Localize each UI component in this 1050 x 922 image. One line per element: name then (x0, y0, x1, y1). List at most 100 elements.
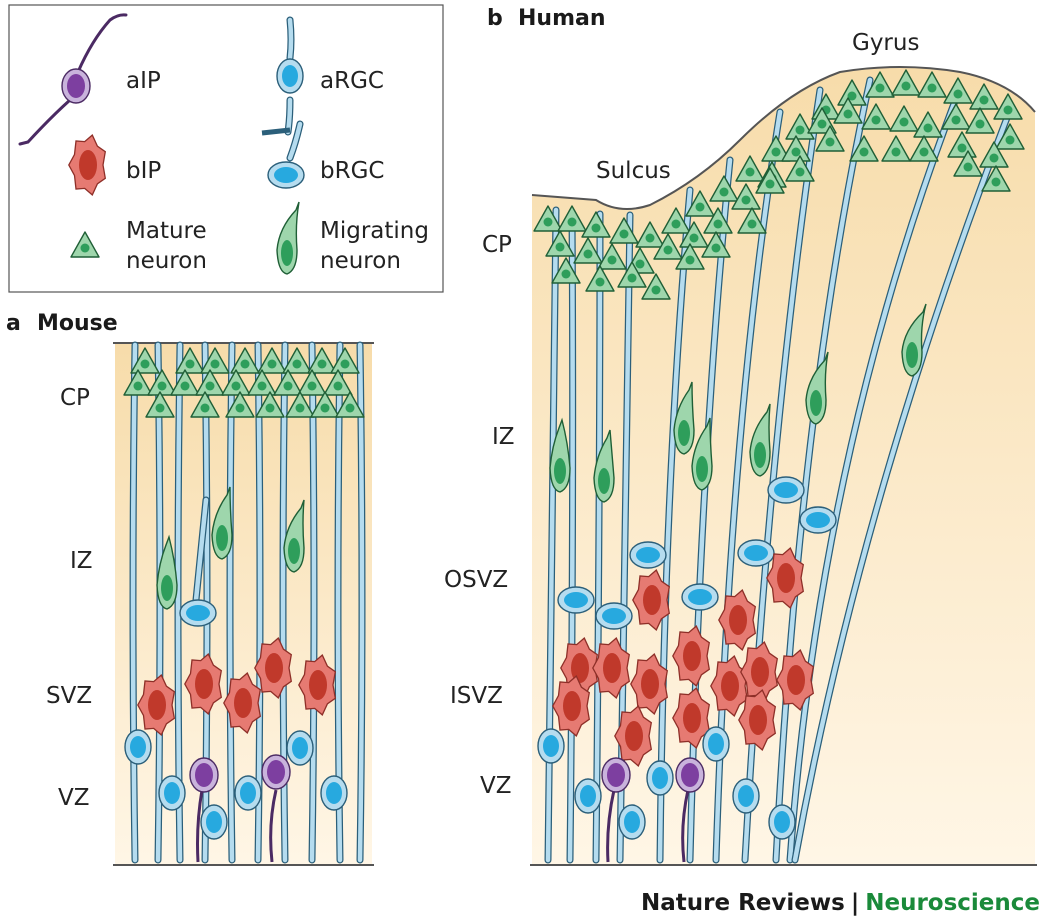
mature-neuron (703, 207, 733, 234)
migrating-neuron (691, 417, 713, 491)
migrating-neuron (283, 499, 305, 573)
mature-neuron (913, 111, 943, 138)
basal-intermediate-progenitor (614, 705, 653, 767)
basal-radial-glial-cell (767, 476, 805, 504)
apical-intermediate-progenitor (261, 754, 291, 790)
mature-neuron (195, 369, 225, 396)
basal-intermediate-progenitor (223, 672, 262, 734)
basal-intermediate-progenitor (68, 134, 107, 196)
basal-radial-glial-cell (267, 161, 305, 189)
legend-box: aIP aRGC bIP bRGC Mature neuron Migratin… (8, 4, 444, 293)
mature-neuron (573, 237, 603, 264)
credit-section: Neuroscience (865, 890, 1040, 916)
mature-neuron (323, 369, 353, 396)
legend-argc-icon (276, 58, 304, 94)
mouse-zone-cp: CP (60, 385, 90, 411)
basal-intermediate-progenitor (672, 687, 711, 749)
credit-separator: | (851, 890, 859, 916)
mature-neuron (585, 265, 615, 292)
legend-mature-label-1: Mature (126, 218, 207, 244)
mature-neuron (781, 135, 811, 162)
mature-neuron (941, 103, 971, 130)
mature-neuron (557, 205, 587, 232)
mature-neuron (731, 183, 761, 210)
mature-neuron (737, 207, 767, 234)
legend-brgc-label: bRGC (320, 158, 384, 184)
mature-neuron (225, 391, 255, 418)
mature-neuron (701, 231, 731, 258)
basal-intermediate-progenitor (672, 625, 711, 687)
mature-neuron (597, 243, 627, 270)
mature-neuron (735, 155, 765, 182)
mature-neuron (815, 125, 845, 152)
migrating-neuron (673, 381, 695, 455)
mature-neuron (230, 347, 260, 374)
human-zone-cp: CP (482, 232, 512, 258)
radial-glial-cell (200, 804, 228, 840)
mature-neuron (130, 347, 160, 374)
mouse-zone-svz: SVZ (46, 683, 92, 709)
mature-neuron (297, 369, 327, 396)
mature-neuron (123, 369, 153, 396)
basal-intermediate-progenitor (766, 547, 805, 609)
mature-neuron (965, 107, 995, 134)
panel-mouse: a Mouse CP IZ SVZ VZ (6, 311, 374, 866)
credit-journal: Nature Reviews (641, 890, 845, 916)
mature-neuron (995, 123, 1025, 150)
mature-neuron (247, 369, 277, 396)
basal-intermediate-progenitor (630, 653, 669, 715)
basal-intermediate-progenitor (298, 654, 337, 716)
migrating-neuron (749, 403, 771, 477)
basal-intermediate-progenitor (184, 653, 223, 715)
radial-glial-cell (320, 775, 348, 811)
mature-neuron (891, 69, 921, 96)
legend-migrating-label-1: Migrating (320, 218, 429, 244)
basal-intermediate-progenitor (738, 689, 777, 751)
mature-neuron (641, 273, 671, 300)
legend-mature-label-2: neuron (126, 248, 207, 274)
basal-intermediate-progenitor (710, 655, 749, 717)
basal-intermediate-progenitor (740, 641, 779, 703)
panel-a-letter: a (6, 311, 21, 336)
panel-a-title: Mouse (37, 311, 118, 336)
mature-neuron (145, 391, 175, 418)
mature-neuron (755, 167, 785, 194)
mature-neuron (257, 347, 287, 374)
basal-radial-glial-cell (629, 541, 667, 569)
panel-b-title: Human (518, 6, 606, 31)
basal-intermediate-progenitor (254, 637, 293, 699)
mature-neuron (70, 231, 100, 258)
mature-neuron (943, 77, 973, 104)
mature-neuron (889, 105, 919, 132)
mature-neuron (785, 155, 815, 182)
radial-glial-cell (537, 728, 565, 764)
mature-neuron (609, 217, 639, 244)
migrating-neuron (156, 534, 178, 610)
mature-neuron (661, 207, 691, 234)
mature-neuron (617, 261, 647, 288)
mature-neuron (909, 135, 939, 162)
mature-neuron (255, 391, 285, 418)
basal-radial-glial-cell (737, 539, 775, 567)
mature-neuron (865, 71, 895, 98)
apical-intermediate-progenitor (189, 757, 219, 793)
apical-intermediate-progenitor (675, 757, 705, 793)
basal-intermediate-progenitor (776, 649, 815, 711)
mature-neuron (335, 391, 365, 418)
mature-neuron (979, 141, 1009, 168)
mature-neuron (635, 221, 665, 248)
legend-bip-label: bIP (126, 158, 161, 184)
basal-radial-glial-cell (595, 602, 633, 630)
mature-neuron (545, 230, 575, 257)
mature-neuron (170, 369, 200, 396)
radial-glial-cell (732, 778, 760, 814)
mature-neuron (881, 135, 911, 162)
radial-glial-cell (286, 730, 314, 766)
radial-glial-cell (618, 804, 646, 840)
mature-neuron (849, 135, 879, 162)
basal-radial-glial-cell (557, 586, 595, 614)
mature-neuron (785, 113, 815, 140)
mature-neuron (330, 347, 360, 374)
mature-neuron (679, 221, 709, 248)
